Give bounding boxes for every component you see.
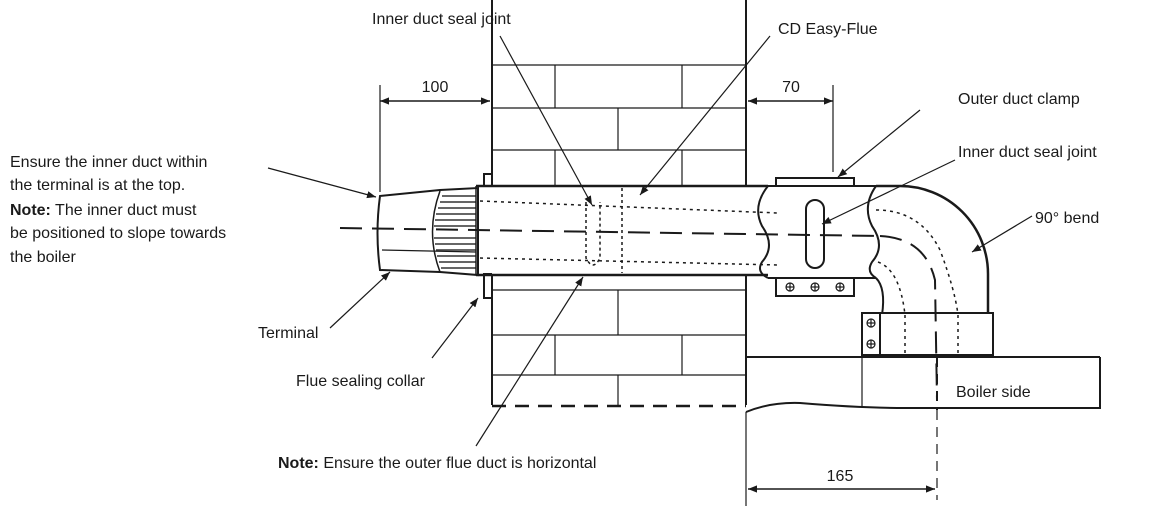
outer-duct-clamp bbox=[775, 177, 855, 187]
dimension-100: 100 bbox=[379, 79, 490, 192]
ensure-note-line-2: the terminal is at the top. bbox=[10, 177, 185, 194]
ensure-note-line-5: the boiler bbox=[10, 249, 76, 266]
dimension-70-label: 70 bbox=[782, 79, 800, 96]
label-cd-easy-flue: CD Easy-Flue bbox=[778, 21, 878, 38]
label-inner-duct-seal-joint-top: Inner duct seal joint bbox=[372, 11, 511, 28]
terminal bbox=[376, 186, 479, 277]
label-inner-duct-seal-joint-right: Inner duct seal joint bbox=[958, 144, 1097, 161]
bottom-note-text: Ensure the outer flue duct is horizontal bbox=[319, 455, 597, 472]
screw-icon bbox=[866, 318, 876, 349]
centre-line bbox=[339, 227, 881, 237]
bottom-note: Note: Ensure the outer flue duct is hori… bbox=[278, 455, 596, 472]
centre-line-bend bbox=[879, 235, 938, 401]
terminal-grille bbox=[434, 195, 476, 269]
wall bbox=[491, 0, 747, 408]
screw-icon bbox=[785, 282, 845, 292]
ensure-note-line-1: Ensure the inner duct within bbox=[10, 154, 207, 171]
ensure-note-line-3-text: The inner duct must bbox=[51, 202, 197, 219]
label-boiler-side: Boiler side bbox=[956, 384, 1031, 401]
ensure-note-line-4: be positioned to slope towards bbox=[10, 225, 226, 242]
ninety-degree-bend bbox=[861, 184, 994, 356]
label-terminal: Terminal bbox=[258, 325, 318, 342]
dimension-165-label: 165 bbox=[827, 468, 854, 485]
brick-courses-upper bbox=[492, 64, 746, 185]
dimension-165: 165 bbox=[745, 410, 938, 506]
label-90-bend: 90° bend bbox=[1035, 210, 1099, 227]
label-outer-duct-clamp: Outer duct clamp bbox=[958, 91, 1080, 108]
dimension-70: 70 bbox=[748, 79, 834, 172]
leader-lines bbox=[267, 35, 1033, 447]
brick-courses-lower bbox=[492, 289, 746, 405]
ensure-note: Ensure the inner duct within the termina… bbox=[10, 154, 226, 266]
duct-break-section bbox=[757, 177, 880, 297]
ensure-note-line-3: Note: The inner duct must bbox=[10, 202, 197, 219]
label-flue-sealing-collar: Flue sealing collar bbox=[296, 373, 426, 390]
ensure-note-label: Note: bbox=[10, 202, 51, 219]
boiler bbox=[745, 356, 1101, 413]
outer-flue-duct bbox=[475, 184, 779, 277]
flue-sealing-collar bbox=[483, 173, 492, 299]
bottom-note-label: Note: bbox=[278, 455, 319, 472]
dimension-100-label: 100 bbox=[422, 79, 449, 96]
